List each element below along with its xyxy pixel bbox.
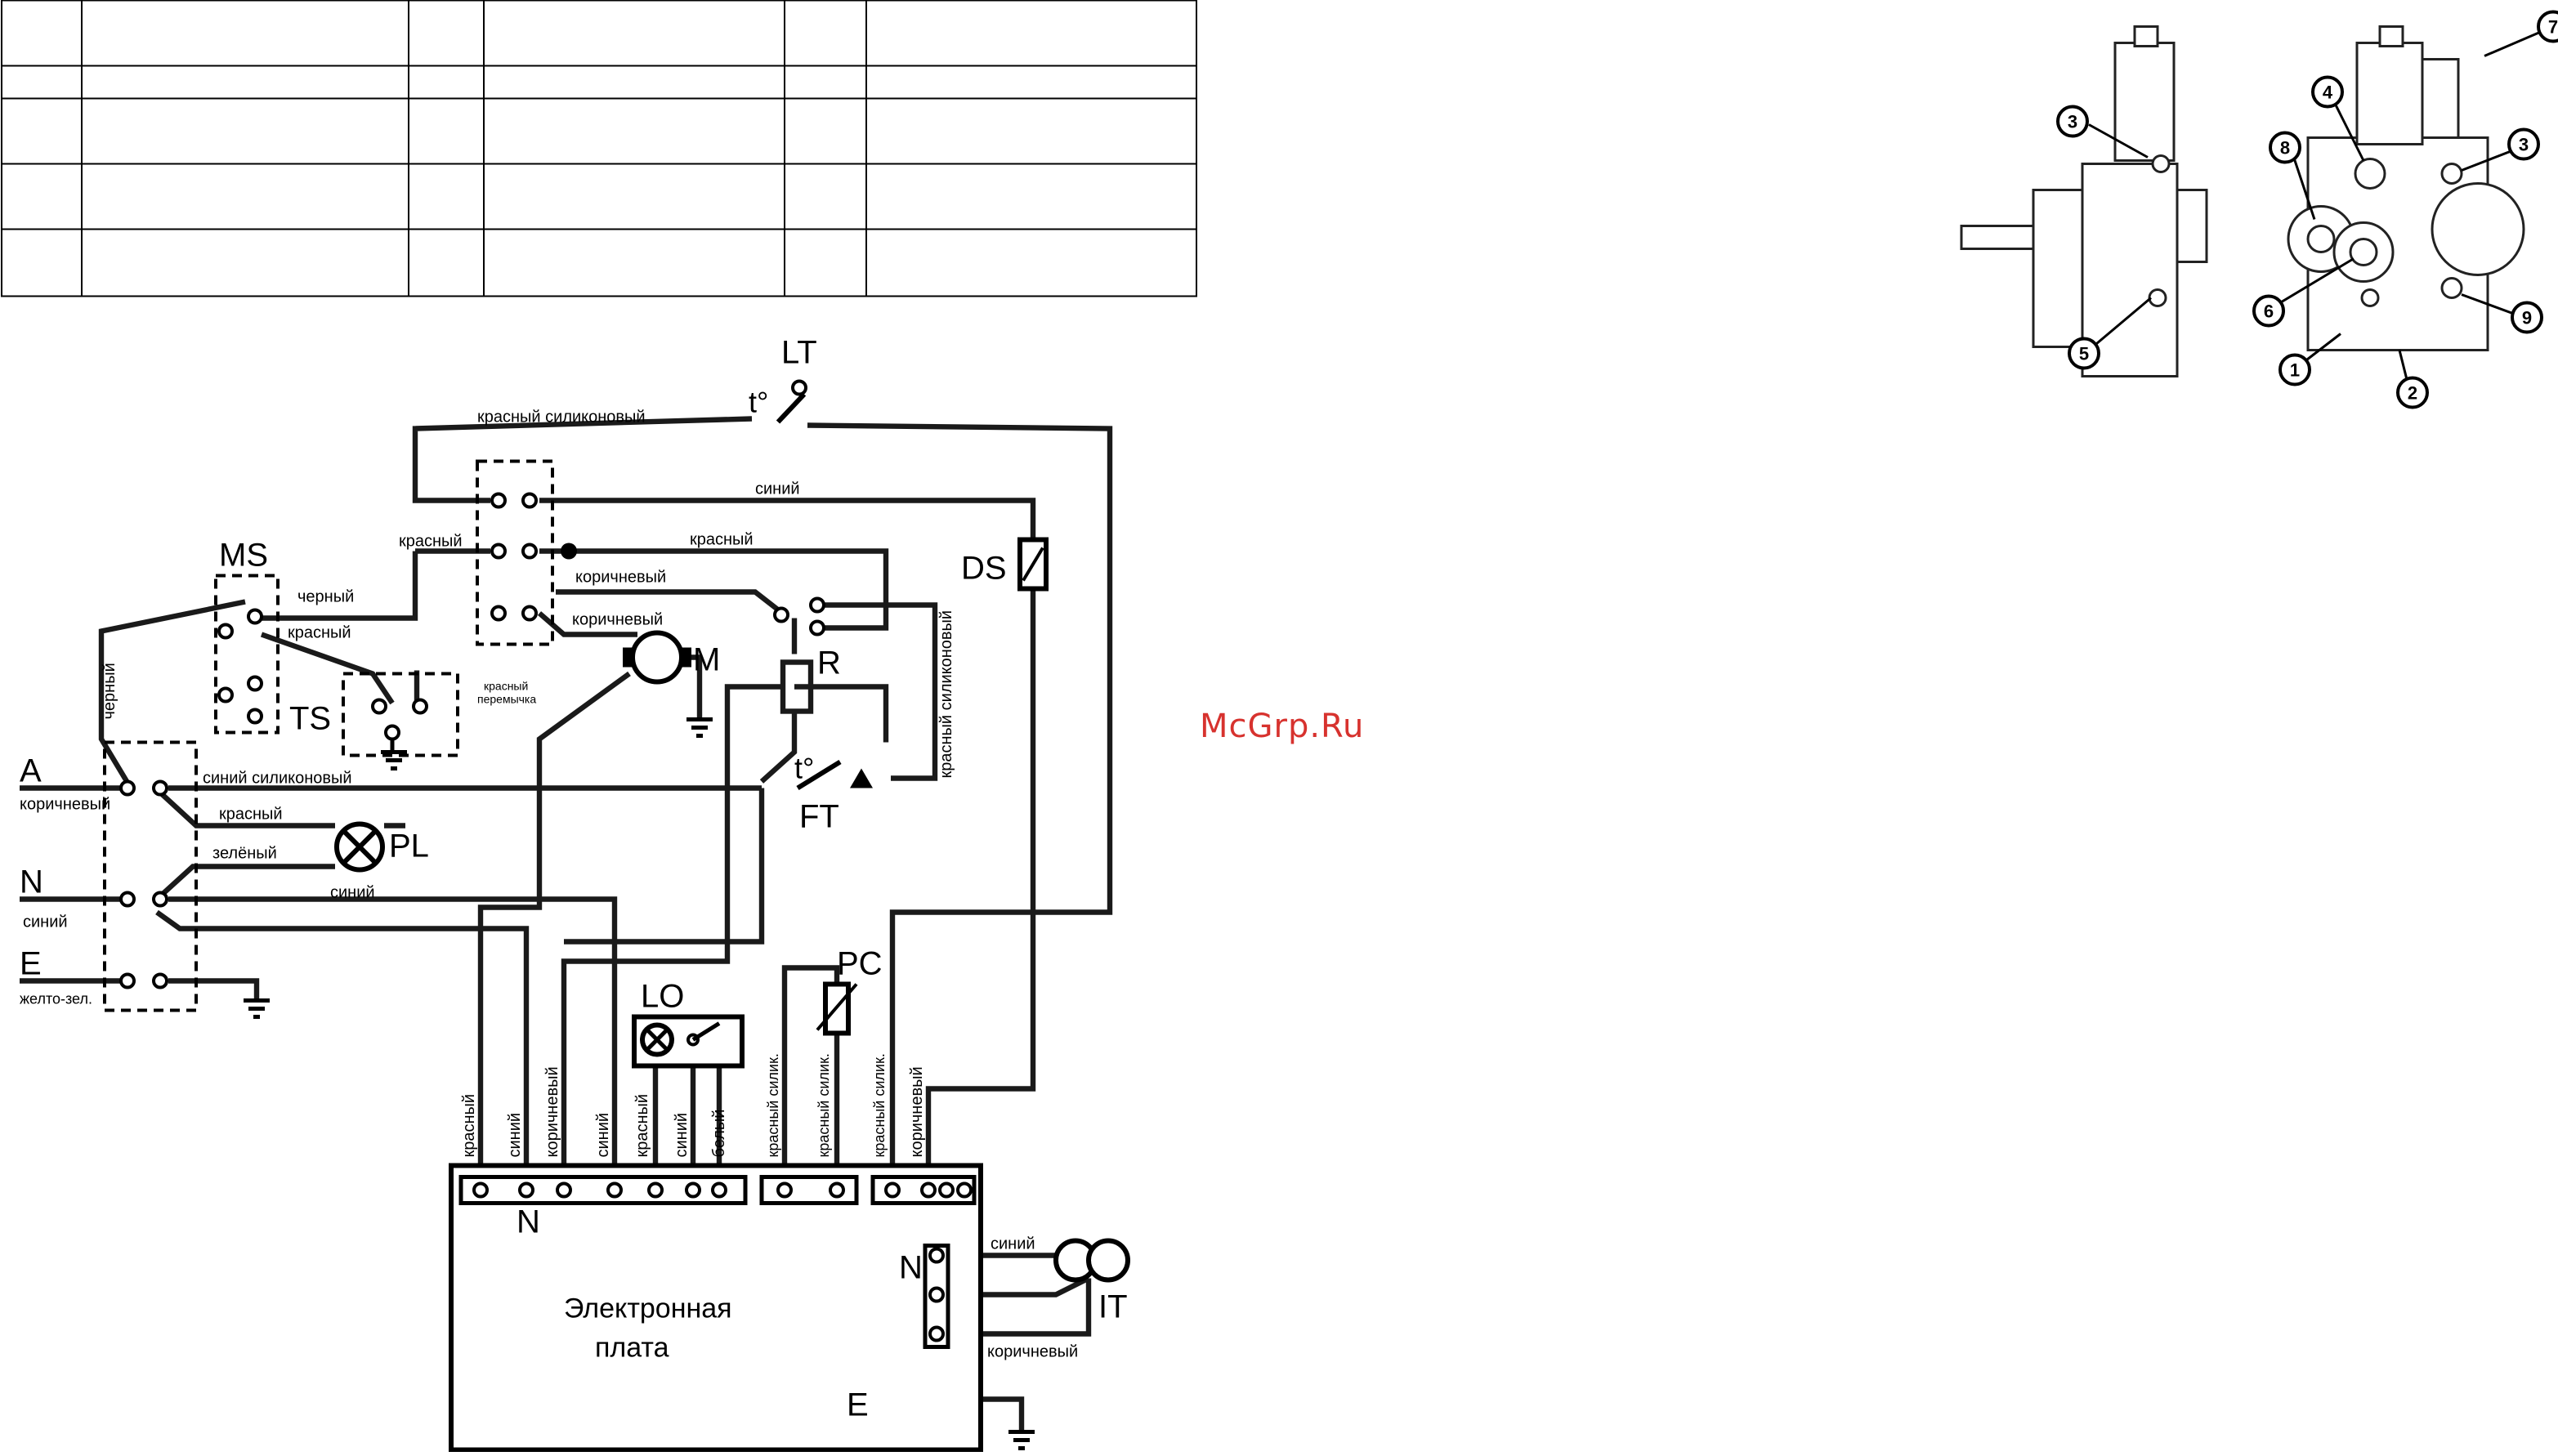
pump-illustration-side [1960, 25, 2208, 377]
pc-sensor-symbol [816, 981, 858, 1036]
wire-red-silicone-vertical: красный силиконовый [937, 610, 955, 779]
label-m: M [693, 642, 720, 678]
wire-blue-top: синий [755, 480, 800, 498]
ignition-transformer-symbol [1053, 1238, 1130, 1283]
wire-labels: коричневый синий желто-зел. красный сили… [20, 409, 1078, 1361]
callout-4: 4 [2323, 83, 2333, 103]
label-r: R [817, 645, 841, 681]
wire-blue-n: синий [330, 884, 375, 902]
pump-callouts [2056, 10, 2558, 409]
board-wire-labels: красный синий коричневый синий красный с… [460, 1053, 926, 1157]
board-wire-label: красный силик. [816, 1053, 832, 1157]
label-ds: DS [961, 551, 1007, 587]
wires [20, 416, 1113, 1432]
label-lt: LT [781, 335, 817, 371]
wire-blue-silicone: синий силиконовый [203, 770, 352, 788]
motor-symbol [623, 630, 691, 685]
wire-brown-1: коричневый [575, 569, 666, 587]
callout-6: 6 [2264, 301, 2274, 322]
board-wire-label: красный [633, 1094, 651, 1158]
watermark: McGrp.Ru [1200, 708, 1365, 745]
label-it: IT [1098, 1289, 1128, 1325]
label-ms: MS [219, 538, 268, 574]
wire-red-jumper-2: перемычка [477, 693, 536, 706]
board-wire-label: синий [594, 1113, 612, 1158]
it-wire-top: синий [991, 1235, 1035, 1253]
label-ft: FT [799, 799, 839, 835]
label-ts: TS [289, 701, 331, 737]
wire-red-right: красный [690, 531, 754, 549]
wire-red-left: красный [399, 533, 463, 551]
junction-dot [561, 543, 577, 560]
board-wire-label: синий [673, 1113, 691, 1158]
terminal-a-wire: коричневый [20, 796, 110, 814]
label-pl: PL [389, 828, 429, 864]
callout-8: 8 [2280, 138, 2290, 159]
label-lo: LO [641, 979, 684, 1015]
it-wire-bottom: коричневый [987, 1343, 1078, 1361]
wire-green: зелёный [212, 845, 277, 863]
pilot-lamp-symbol [334, 821, 385, 873]
pump-callout-numbers: 3 5 4 8 6 3 7 9 1 2 [2068, 17, 2558, 404]
ft-thermostat-symbol [796, 759, 873, 791]
label-ft-temp: t° [794, 752, 814, 785]
board-wire-label: красный [460, 1094, 478, 1158]
board-wire-label: коричневый [543, 1066, 561, 1157]
terminal-contacts [119, 379, 825, 989]
board-title-2: плата [595, 1333, 669, 1364]
wire-black: черный [297, 588, 354, 606]
dashed-enclosures [103, 459, 554, 1012]
terminal-e-wire: желто-зел. [20, 991, 92, 1007]
wire-red-pl: красный [219, 806, 283, 824]
callout-3-right: 3 [2519, 135, 2529, 155]
board-title-1: Электронная [564, 1293, 732, 1324]
board-n-side: N [899, 1250, 923, 1286]
wire-red-silicone: красный силиконовый [477, 409, 646, 427]
header-table [1, 0, 1197, 297]
callout-7: 7 [2548, 17, 2558, 38]
label-pc: PC [837, 946, 883, 982]
component-labels: LT t° MS TS DS M R t° FT PL LO PC IT A N… [20, 335, 1128, 1423]
wire-brown-2: коричневый [572, 611, 663, 629]
callout-9: 9 [2522, 308, 2532, 328]
callout-1: 1 [2290, 360, 2300, 381]
board-n-label: N [517, 1204, 540, 1240]
electronic-board [449, 1163, 983, 1453]
lt-switch-blade [776, 392, 807, 424]
callout-2: 2 [2408, 383, 2417, 404]
terminal-e: E [20, 946, 42, 982]
board-wire-label: красный силик. [871, 1053, 888, 1157]
callout-3-left: 3 [2068, 112, 2077, 132]
terminal-a: A [20, 753, 42, 789]
board-wire-label: белый [710, 1110, 728, 1158]
board-wire-label: синий [506, 1113, 524, 1158]
lockout-lamp-symbol [632, 1014, 745, 1069]
terminal-n-wire: синий [23, 913, 68, 931]
callout-5: 5 [2079, 344, 2089, 364]
board-wire-label: коричневый [908, 1066, 926, 1157]
wire-red-ms: красный [288, 624, 351, 642]
board-wire-label: красный силик. [765, 1053, 781, 1157]
board-e-label: E [847, 1387, 869, 1423]
terminal-n: N [20, 864, 43, 900]
label-lt-temp: t° [749, 386, 768, 419]
wire-red-jumper-1: красный [484, 680, 528, 693]
wire-black-vertical: черный [101, 663, 119, 719]
pump-illustration-front [2287, 25, 2525, 351]
